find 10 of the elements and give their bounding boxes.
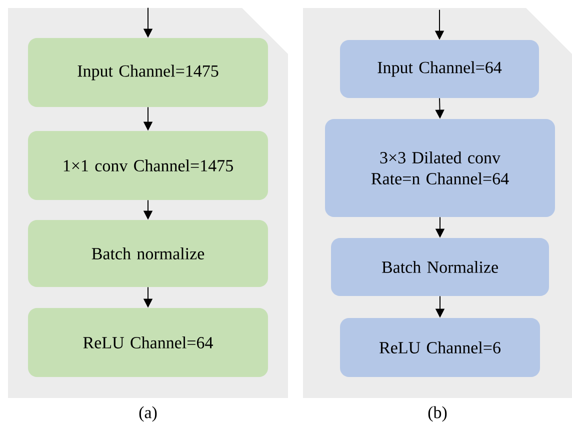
process-box: Input Channel=1475 xyxy=(28,38,268,107)
process-box: Batch normalize xyxy=(28,220,268,287)
panel-caption: (a) xyxy=(139,406,157,422)
process-box: Batch Normalize xyxy=(331,238,549,296)
process-box: Input Channel=64 xyxy=(340,40,539,98)
process-box: 3×3 Dilated conv Rate=n Channel=64 xyxy=(325,119,555,217)
process-box: 1×1 conv Channel=1475 xyxy=(28,131,268,200)
panel-caption: (b) xyxy=(428,406,447,422)
process-box: ReLU Channel=6 xyxy=(340,318,540,377)
process-box: ReLU Channel=64 xyxy=(28,308,268,377)
